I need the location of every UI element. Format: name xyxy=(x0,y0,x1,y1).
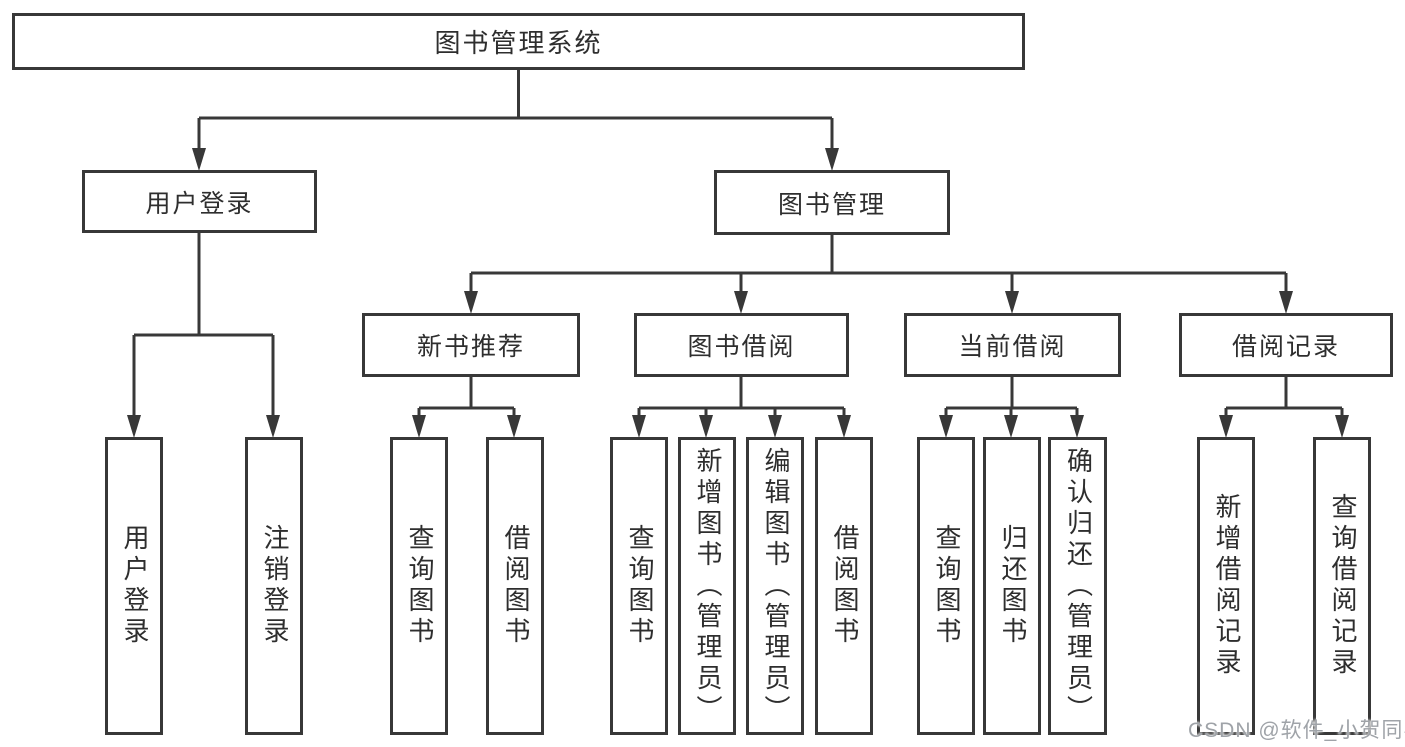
leaf-borrow-books-recommend: 借阅图书 xyxy=(486,437,544,735)
leaf-query-borrow-record: 查询借阅记录 xyxy=(1313,437,1371,735)
arrowhead-icon xyxy=(464,291,478,314)
leaf-edit-book-admin: 编辑图书（管理员） xyxy=(746,437,804,735)
node-book-borrow: 图书借阅 xyxy=(634,313,849,377)
node-book-management: 图书管理 xyxy=(714,170,950,235)
arrowhead-icon xyxy=(127,415,141,438)
arrowhead-icon xyxy=(1219,415,1233,438)
node-new-book-recommend: 新书推荐 xyxy=(362,313,580,377)
connector-borrow-to-leaves xyxy=(637,377,846,419)
node-system-root: 图书管理系统 xyxy=(12,13,1025,70)
leaf-user-login: 用户登录 xyxy=(105,437,163,735)
arrowhead-icon xyxy=(939,415,953,438)
connector-current-to-leaves xyxy=(944,377,1079,419)
arrowhead-icon xyxy=(412,415,426,438)
arrowhead-icon xyxy=(266,415,280,438)
arrowhead-icon xyxy=(1070,415,1084,438)
arrowhead-icon xyxy=(837,415,851,438)
arrowhead-icon xyxy=(632,415,646,438)
arrowhead-icon xyxy=(507,415,521,438)
connector-management-to-level2 xyxy=(469,235,1288,295)
connector-recommend-to-leaves xyxy=(417,377,516,419)
node-current-borrow: 当前借阅 xyxy=(904,313,1121,377)
arrowhead-icon xyxy=(734,291,748,314)
arrowhead-icon xyxy=(768,415,782,438)
connector-login-to-leaves xyxy=(132,233,275,419)
leaf-return-books: 归还图书 xyxy=(983,437,1041,735)
leaf-query-books-current: 查询图书 xyxy=(917,437,975,735)
arrowhead-icon xyxy=(1335,415,1349,438)
arrowhead-icon xyxy=(1279,291,1293,314)
leaf-add-borrow-record: 新增借阅记录 xyxy=(1197,437,1255,735)
arrowhead-icon xyxy=(825,148,839,171)
leaf-borrow-books: 借阅图书 xyxy=(815,437,873,735)
arrowhead-icon xyxy=(192,148,206,171)
watermark: CSDN @软件_小贺同学 xyxy=(1188,719,1405,742)
arrowhead-icon xyxy=(1004,415,1018,438)
connector-records-to-leaves xyxy=(1224,377,1344,419)
leaf-logout: 注销登录 xyxy=(245,437,303,735)
leaf-query-books-recommend: 查询图书 xyxy=(390,437,448,735)
leaf-query-books-borrow: 查询图书 xyxy=(610,437,668,735)
leaf-confirm-return-admin: 确认归还（管理员） xyxy=(1048,437,1107,735)
node-borrow-records: 借阅记录 xyxy=(1179,313,1393,377)
arrowhead-icon xyxy=(1005,291,1019,314)
connector-root-to-level1 xyxy=(197,70,834,152)
node-user-login: 用户登录 xyxy=(82,170,317,233)
arrowhead-icon xyxy=(699,415,713,438)
leaf-add-book-admin: 新增图书（管理员） xyxy=(678,437,736,735)
